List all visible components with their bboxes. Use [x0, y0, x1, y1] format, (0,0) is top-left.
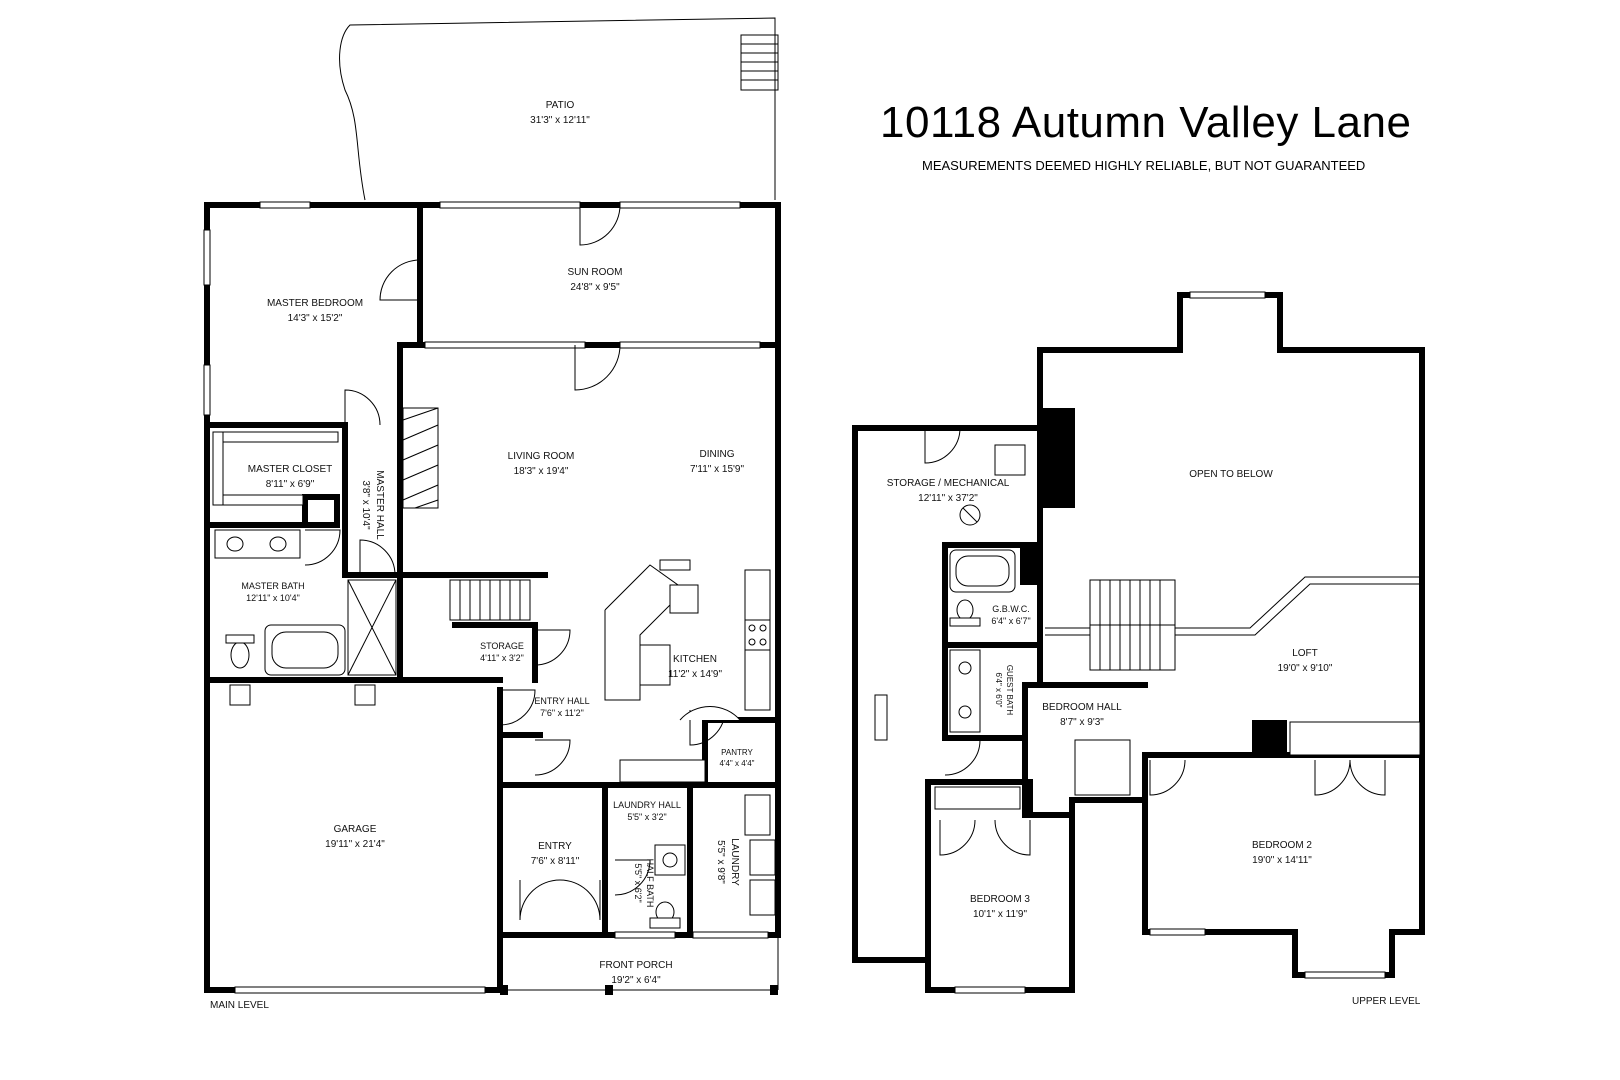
- sun-room-name: SUN ROOM: [568, 267, 623, 278]
- master-bath-fixtures: [214, 529, 346, 676]
- laundry-hall-size: 5'5" x 3'2": [627, 812, 666, 822]
- front-porch-size: 19'2" x 6'4": [611, 975, 661, 986]
- master-hall-size: 3'8" x 10'4": [360, 480, 371, 530]
- gbwc-size: 6'4" x 6'7": [991, 616, 1030, 626]
- loft-name: LOFT: [1292, 648, 1318, 659]
- guest-bath-size: 6'4" x 6'0": [994, 673, 1003, 708]
- master-bedroom-name: MASTER BEDROOM: [267, 298, 363, 309]
- pantry-name: PANTRY: [721, 748, 753, 757]
- master-bath-size: 12'11" x 10'4": [246, 593, 300, 603]
- living-room-size: 18'3" x 19'4": [514, 466, 569, 477]
- main-level-label: MAIN LEVEL: [210, 1000, 269, 1011]
- entry-hall-size: 7'6" x 11'2": [540, 708, 584, 718]
- upper-level-plan: STORAGE / MECHANICAL 12'11" x 37'2" OPEN…: [852, 291, 1425, 1007]
- main-shower: [347, 579, 397, 676]
- front-porch-name: FRONT PORCH: [599, 960, 672, 971]
- patio-size: 31'3" x 12'11": [530, 115, 590, 126]
- storage-mechanical-size: 12'11" x 37'2": [918, 493, 978, 504]
- main-doors: [304, 204, 726, 921]
- master-closet-shelves: [212, 431, 339, 506]
- chimney-block: [1040, 408, 1075, 508]
- garage-detail: [229, 684, 376, 706]
- sun-room-size: 24'8" x 9'5": [570, 282, 620, 293]
- laundry-size: 5'5" x 9'8": [715, 840, 726, 884]
- kitchen-size: 11'2" x 14'9": [668, 669, 723, 680]
- column-block: [1020, 545, 1040, 585]
- column-block: [1252, 720, 1287, 755]
- upper-bath-fixtures: [949, 549, 1016, 733]
- upper-stairs: [1089, 579, 1176, 671]
- storage-name: STORAGE: [480, 641, 524, 651]
- open-to-below-name: OPEN TO BELOW: [1189, 469, 1273, 480]
- laundry-hall-name: LAUNDRY HALL: [613, 800, 681, 810]
- gbwc-name: G.B.W.C.: [992, 604, 1030, 614]
- master-hall-name: MASTER HALL: [374, 470, 385, 540]
- master-bath-name: MASTER BATH: [241, 581, 304, 591]
- master-closet-name: MASTER CLOSET: [248, 464, 332, 475]
- loft-size: 19'0" x 9'10": [1278, 663, 1333, 674]
- guest-bath-name: GUEST BATH: [1005, 665, 1014, 716]
- entry-size: 7'6" x 8'11": [531, 856, 580, 867]
- page-title: 10118 Autumn Valley Lane: [880, 98, 1412, 147]
- upper-windows: [954, 291, 1421, 994]
- laundry-name: LAUNDRY: [729, 838, 740, 886]
- dining-size: 7'11" x 15'9": [690, 464, 745, 475]
- upper-level-label: UPPER LEVEL: [1352, 996, 1421, 1007]
- master-closet-size: 8'11" x 6'9": [266, 479, 315, 490]
- half-bath-size: 5'5" x 6'2": [633, 863, 643, 902]
- front-porch: [500, 935, 779, 995]
- garage-name: GARAGE: [334, 824, 377, 835]
- patio-name: PATIO: [546, 100, 575, 111]
- garage-size: 19'11" x 21'4": [325, 839, 385, 850]
- half-bath-name: HALF BATH: [645, 859, 655, 908]
- bedroom-2-name: BEDROOM 2: [1252, 840, 1312, 851]
- bedroom-3-name: BEDROOM 3: [970, 894, 1030, 905]
- main-exterior-walls: [204, 202, 781, 993]
- main-stairs: [449, 579, 531, 621]
- mechanical-fixtures: [874, 444, 1026, 741]
- entry-hall-name: ENTRY HALL: [534, 696, 589, 706]
- bedroom-2-size: 19'0" x 14'11": [1252, 855, 1312, 866]
- pantry-size: 4'4" x 4'4": [720, 759, 755, 768]
- master-bedroom-size: 14'3" x 15'2": [288, 313, 343, 324]
- upper-doors: [924, 427, 1386, 856]
- storage-mechanical-name: STORAGE / MECHANICAL: [887, 478, 1010, 489]
- kitchen-fixtures: [604, 559, 771, 783]
- storage-size: 4'11" x 3'2": [480, 653, 524, 663]
- entry-name: ENTRY: [538, 841, 572, 852]
- page-subtitle: MEASUREMENTS DEEMED HIGHLY RELIABLE, BUT…: [922, 158, 1366, 173]
- patio-outline: [339, 17, 776, 201]
- kitchen-name: KITCHEN: [673, 654, 717, 665]
- half-bath-laundry-fixtures: [614, 794, 776, 939]
- living-room-name: LIVING ROOM: [508, 451, 575, 462]
- main-windows: [203, 201, 761, 994]
- bedroom-hall-size: 8'7" x 9'3": [1060, 717, 1104, 728]
- bedroom-hall-name: BEDROOM HALL: [1042, 702, 1122, 713]
- bedroom-3-size: 10'1" x 11'9": [973, 909, 1028, 920]
- main-level-plan: PATIO 31'3" x 12'11" SUN ROOM 24'8" x 9'…: [203, 17, 781, 1011]
- patio-steps: [740, 34, 779, 91]
- fireplace: [402, 407, 439, 509]
- dining-name: DINING: [700, 449, 735, 460]
